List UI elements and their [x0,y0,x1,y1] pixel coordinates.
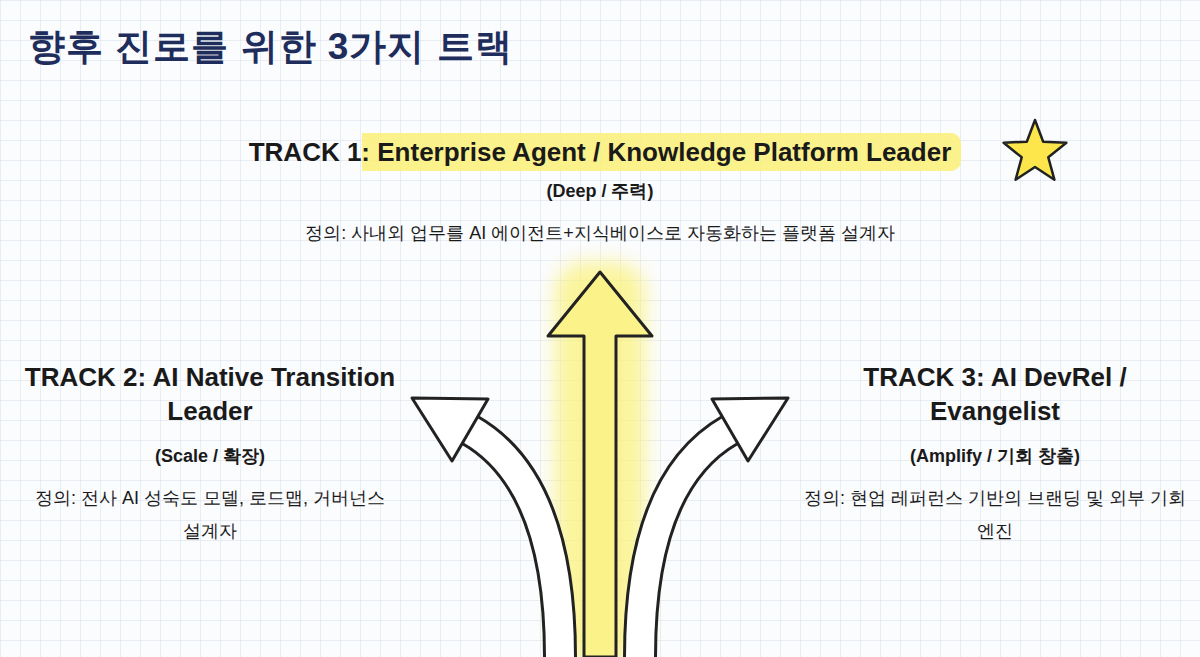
track-definition: 정의: 전사 AI 성숙도 모델, 로드맵, 거버넌스 설계자 [35,482,385,548]
track-heading: TRACK 1: Enterprise Agent / Knowledge Pl… [239,133,962,171]
diagram-title: 향후 진로를 위한 3가지 트랙 [28,22,513,72]
track-group: TRACK 2: AI Native Transition Leader (Sca… [10,360,410,548]
track-heading: TRACK 3: AI DevRel / Evangelist [830,360,1160,428]
branch-outline [640,430,730,657]
center-arrow [548,272,652,657]
track-heading: TRACK 2: AI Native Transition Leader [10,360,410,428]
branch-outline [470,430,560,657]
track-definition: 정의: 사내외 업무를 AI 에이전트+지식베이스로 자동화하는 플랫폼 설계자 [100,217,1100,250]
right-branch [640,430,730,657]
track-group: TRACK 3: AI DevRel / Evangelist (Amplify … [790,360,1200,548]
track-subtitle: (Scale / 확장) [10,444,410,468]
left-arrowhead [412,398,488,461]
track-group: TRACK 1: Enterprise Agent / Knowledge Pl… [100,133,1100,250]
right-arrowhead [712,398,788,461]
track-definition: 정의: 현업 레퍼런스 기반의 브랜딩 및 외부 기회 엔진 [795,482,1195,548]
track-subtitle: (Deep / 주력) [100,179,1100,203]
left-branch [470,430,560,657]
star-icon [1004,120,1067,180]
track-subtitle: (Amplify / 기회 창출) [790,444,1200,468]
